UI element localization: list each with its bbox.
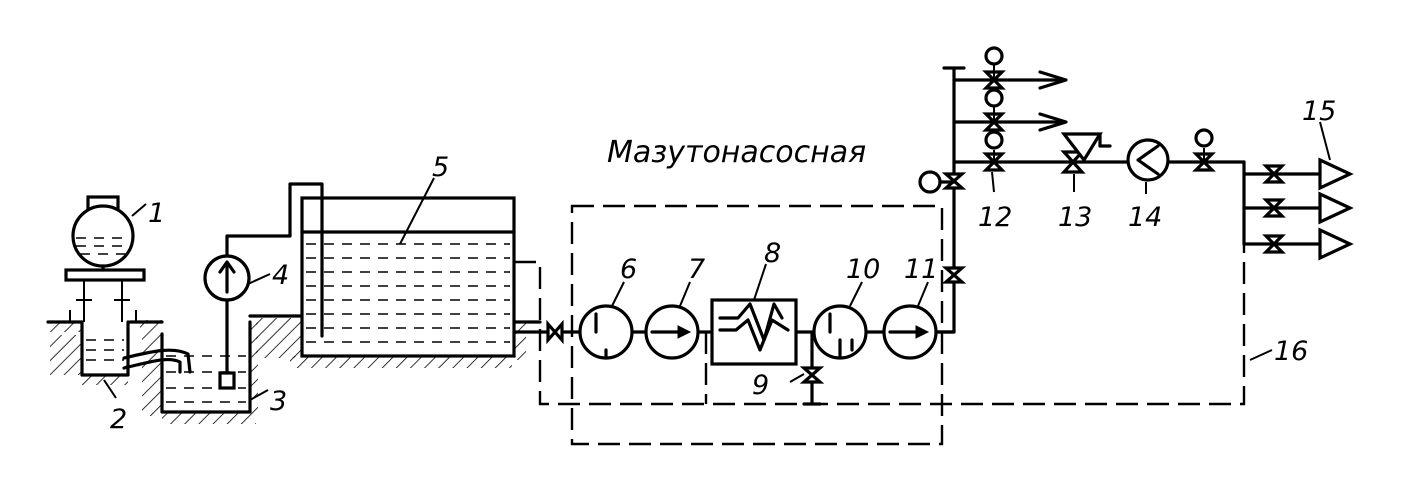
burners-15	[1242, 157, 1354, 261]
label-2: 2	[110, 404, 127, 435]
label-16: 16	[1274, 336, 1308, 367]
label-8: 8	[764, 238, 781, 269]
pressure-riser	[918, 66, 967, 334]
flow-meter-14	[1126, 138, 1170, 182]
label-7: 7	[688, 254, 705, 285]
recirculation-line-16	[514, 168, 1246, 406]
pump-7	[644, 304, 700, 360]
label-3: 3	[270, 386, 287, 417]
shutoff-valve-12	[982, 130, 1006, 172]
regulating-valve-13	[1060, 132, 1112, 174]
label-1: 1	[148, 198, 165, 229]
rail-tank-1	[64, 195, 146, 322]
label-5: 5	[432, 152, 449, 183]
label-6: 6	[620, 254, 637, 285]
label-13: 13	[1058, 202, 1092, 233]
filter-6	[578, 304, 634, 360]
bypass-valve-9	[799, 330, 825, 406]
label-11: 11	[904, 254, 938, 285]
riser-valve	[941, 266, 967, 284]
branch-outlets	[952, 46, 1068, 132]
pump-room-boundary	[570, 204, 944, 446]
label-4: 4	[272, 260, 289, 291]
intermediate-tank-3	[160, 320, 252, 414]
meter-outlet-valve	[1192, 128, 1216, 172]
filter-10	[812, 304, 868, 360]
callouts: 1 2 3 4 5 6 7 8 9 10 11 12 13 14 15 16	[103, 96, 1336, 435]
label-10: 10	[846, 254, 880, 285]
pump-room-title: Мазутонасосная	[607, 135, 866, 170]
storage-tank-5	[300, 196, 516, 358]
receiving-trough-2	[80, 320, 130, 377]
pump-11	[882, 304, 938, 360]
label-15: 15	[1302, 96, 1336, 127]
label-14: 14	[1128, 202, 1162, 233]
label-9: 9	[752, 370, 769, 401]
pressure-gauge-icon	[918, 170, 942, 194]
label-12: 12	[978, 202, 1012, 233]
heater-8	[710, 298, 798, 366]
suction-valve	[546, 319, 564, 345]
